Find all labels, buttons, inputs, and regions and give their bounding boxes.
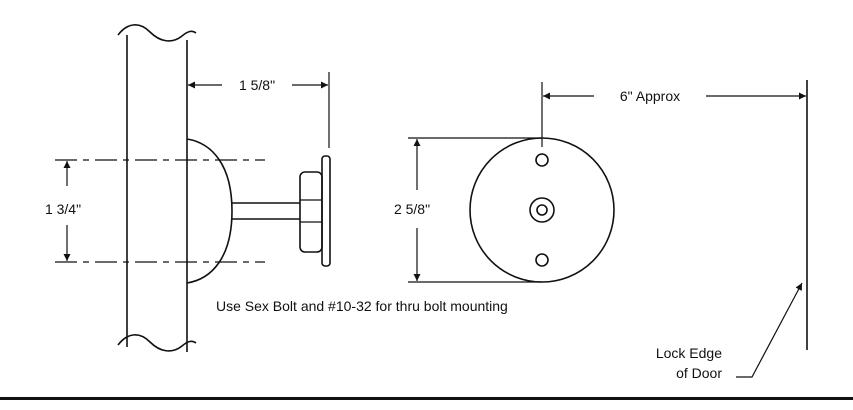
center-boss-inner — [536, 204, 548, 216]
door-break-bottom — [117, 334, 197, 352]
lock-edge-dimension: 6" Approx — [541, 82, 806, 147]
door-section — [117, 24, 197, 352]
rose-center-lines — [55, 159, 265, 263]
rose-diameter-dimension: 1 3/4" — [45, 161, 81, 261]
screw-hole-top — [535, 153, 549, 167]
bumper-face — [321, 155, 331, 267]
lock-edge-callout: Lock Edge of Door — [656, 282, 803, 381]
plate-diameter-label: 2 5/8" — [394, 201, 430, 217]
plate-outline — [469, 137, 615, 283]
rose-diameter-label: 1 3/4" — [45, 201, 81, 217]
bottom-rule — [0, 397, 853, 400]
rose-dome — [186, 138, 233, 284]
screw-hole-bottom — [535, 253, 549, 267]
door-stop-side-view — [186, 138, 331, 284]
door-break-top — [117, 24, 197, 42]
projection-label: 1 5/8" — [239, 77, 275, 93]
plate-diameter-dimension: 2 5/8" — [394, 137, 542, 283]
mounting-plate-front-view — [469, 137, 615, 283]
mounting-note: Use Sex Bolt and #10-32 for thru bolt mo… — [216, 298, 508, 314]
lock-edge-note-line2: of Door — [676, 365, 722, 381]
lock-edge-distance-label: 6" Approx — [620, 88, 680, 104]
projection-dimension: 1 5/8" — [188, 72, 330, 148]
lock-edge-note-line1: Lock Edge — [656, 345, 722, 361]
bumper-holder — [299, 171, 323, 253]
center-boss-outer — [529, 197, 555, 223]
